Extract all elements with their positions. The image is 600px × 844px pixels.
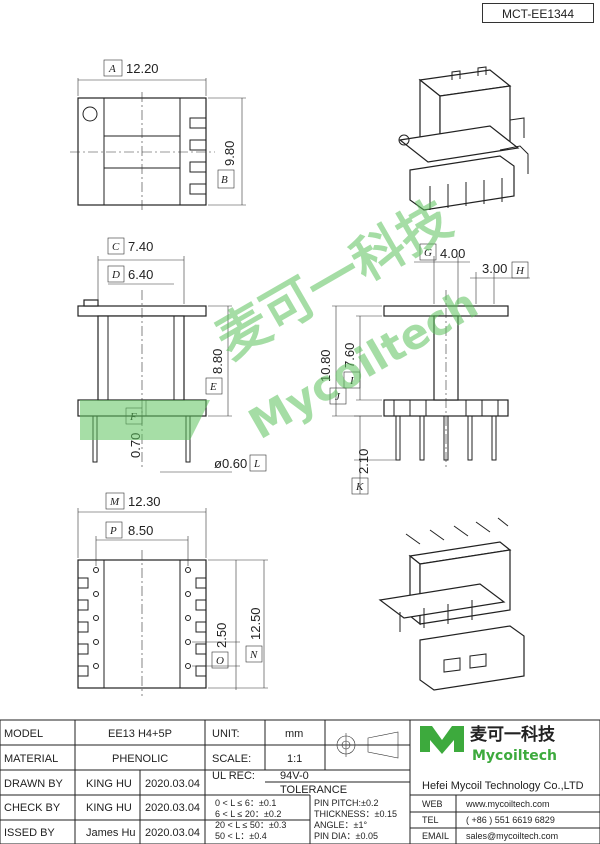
watermark-logo-mark xyxy=(80,400,210,440)
tolerance-2: 6 < L ≤ 20：±0.2 xyxy=(215,809,281,819)
dim-N-value: 12.50 xyxy=(248,607,263,640)
tolerance-3: 20 < L ≤ 50：±0.3 xyxy=(215,820,286,830)
projection-symbol-icon xyxy=(334,731,399,759)
logo-cn: 麦可一科技 xyxy=(470,724,556,745)
dim-M-label: M xyxy=(109,496,120,508)
issued-date: 2020.03.04 xyxy=(145,827,200,839)
company-name: Hefei Mycoil Technology Co.,LTD xyxy=(422,780,584,792)
scale-value: 1:1 xyxy=(287,753,302,765)
dim-E-value: 8.80 xyxy=(210,349,225,374)
dim-J-value: 10.80 xyxy=(318,349,333,382)
ul-label: UL REC: xyxy=(212,770,255,782)
tolerance-5: PIN PITCH:±0.2 xyxy=(314,798,378,808)
unit-label: UNIT: xyxy=(212,728,240,740)
check-label: CHECK BY xyxy=(4,802,61,814)
dim-H-value: 3.00 xyxy=(482,261,507,276)
side-view: G 4.00 3.00 H J 10.80 I 7.60 K 2.10 xyxy=(318,243,530,495)
dim-I-label: I xyxy=(349,375,355,387)
isometric-view-top xyxy=(398,66,529,211)
dim-K-label: K xyxy=(355,481,364,493)
dim-G-label: G xyxy=(424,247,432,259)
model-value: EE13 H4+5P xyxy=(108,728,172,740)
dim-C-value: 7.40 xyxy=(128,239,153,254)
tolerance-4: 50 < L：±0.4 xyxy=(215,831,267,841)
email-label: EMAIL xyxy=(422,831,449,841)
web-label: WEB xyxy=(422,799,443,809)
check-name: KING HU xyxy=(86,802,132,814)
drawing-number: MCT-EE1344 xyxy=(482,3,594,23)
logo-en: Mycoiltech xyxy=(472,748,557,764)
dim-O-value: 2.50 xyxy=(214,623,229,648)
scale-label: SCALE: xyxy=(212,753,251,765)
check-date: 2020.03.04 xyxy=(145,802,200,814)
dim-P-value: 8.50 xyxy=(128,523,153,538)
dim-B-value: 9.80 xyxy=(222,141,237,166)
tolerance-8: PIN DIA：±0.05 xyxy=(314,831,378,841)
ul-value: 94V-0 xyxy=(280,770,309,782)
dim-O-label: O xyxy=(216,655,224,667)
dim-D-value: 6.40 xyxy=(128,267,153,282)
dim-A-value: 12.20 xyxy=(126,61,159,76)
dim-A-label: A xyxy=(108,63,116,75)
unit-value: mm xyxy=(285,728,303,740)
dim-M-value: 12.30 xyxy=(128,494,161,509)
dim-G-value: 4.00 xyxy=(440,246,465,261)
company-logo: 麦可一科技 Mycoiltech xyxy=(420,724,557,764)
model-label: MODEL xyxy=(4,728,43,740)
tel-value: ( +86 ) 551 6619 6829 xyxy=(466,815,555,825)
isometric-view-bottom xyxy=(378,517,525,691)
tolerance-title: TOLERANCE xyxy=(280,784,347,796)
dim-H-label: H xyxy=(515,265,525,277)
tolerance-1: 0 < L ≤ 6：±0.1 xyxy=(215,798,276,808)
dim-J-label: J xyxy=(335,391,341,403)
email-value[interactable]: sales@mycoiltech.com xyxy=(466,831,558,841)
bottom-view: M 12.30 P 8.50 O 2.50 N 12.50 xyxy=(77,492,268,696)
dim-K-value: 2.10 xyxy=(356,449,371,474)
tel-label: TEL xyxy=(422,815,439,825)
issued-name: James Hu xyxy=(86,827,136,839)
drawn-name: KING HU xyxy=(86,778,132,790)
dim-E-label: E xyxy=(209,381,217,393)
material-value: PHENOLIC xyxy=(112,753,168,765)
dim-L-label: L xyxy=(253,458,260,470)
title-block: MODEL EE13 H4+5P MATERIAL PHENOLIC DRAWN… xyxy=(0,719,600,844)
drawn-date: 2020.03.04 xyxy=(145,778,200,790)
tolerance-6: THICKNESS：±0.15 xyxy=(314,809,397,819)
dim-L-value: ø0.60 xyxy=(214,456,247,471)
dim-D-label: D xyxy=(111,269,120,281)
dim-I-value: 7.60 xyxy=(342,343,357,368)
material-label: MATERIAL xyxy=(4,753,58,765)
dim-P-label: P xyxy=(109,525,117,537)
web-value[interactable]: www.mycoiltech.com xyxy=(465,799,550,809)
dim-N-label: N xyxy=(249,649,258,661)
drawn-label: DRAWN BY xyxy=(4,778,64,790)
tolerance-7: ANGLE：±1° xyxy=(314,820,367,830)
dim-C-label: C xyxy=(112,241,120,253)
top-view: A 12.20 B 9.80 xyxy=(70,59,246,212)
issued-label: ISSED BY xyxy=(4,827,55,839)
dim-B-label: B xyxy=(221,174,228,186)
